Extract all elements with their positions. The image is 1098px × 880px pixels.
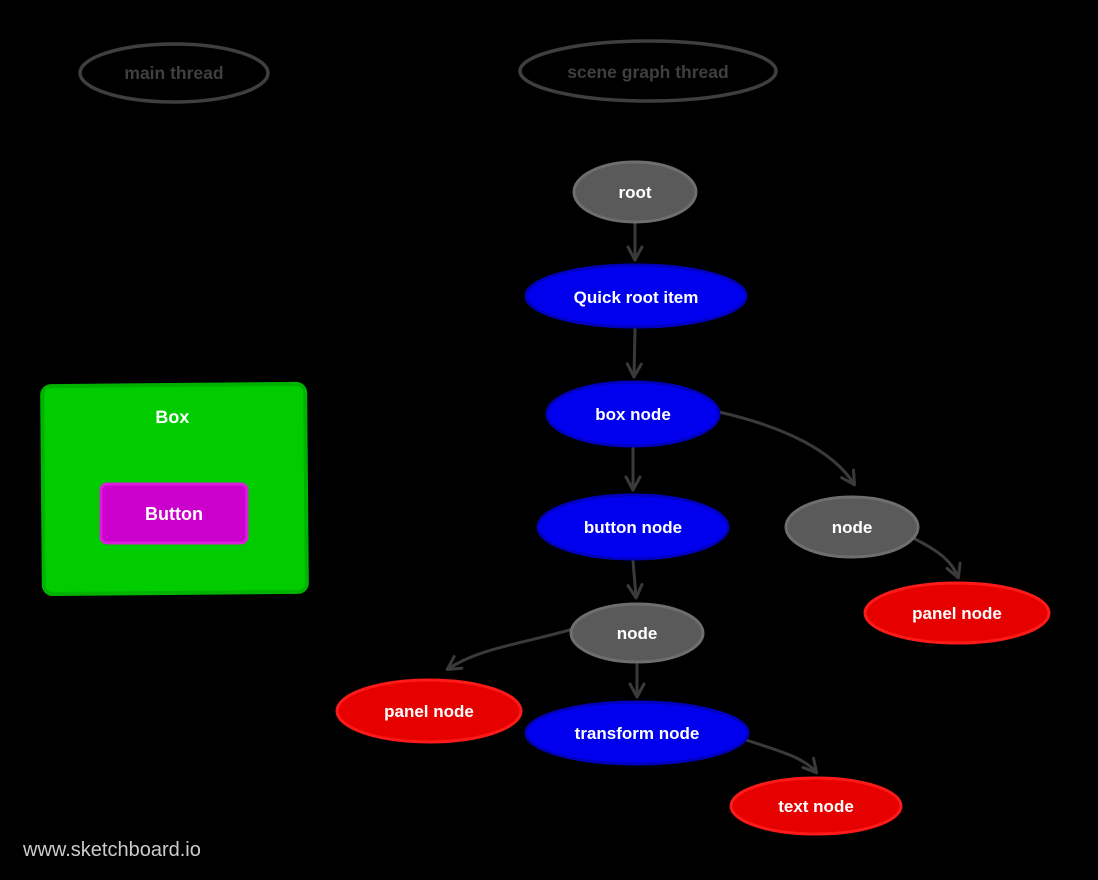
edge-button-node-to-node-lower xyxy=(626,559,644,600)
node-button-node[interactable]: button node xyxy=(536,493,730,561)
node-text-node[interactable]: text node xyxy=(729,776,903,836)
node-panel-node-left-label: panel node xyxy=(384,702,474,721)
node-panel-node-left-ellipse xyxy=(335,678,523,744)
node-lower-ellipse xyxy=(569,602,705,664)
node-lower[interactable]: node xyxy=(569,602,705,664)
node-quick-root-item[interactable]: Quick root item xyxy=(524,263,748,329)
node-button-node-label: button node xyxy=(584,518,682,537)
thread-scene-graph-ellipse xyxy=(518,39,778,103)
button-label: Button xyxy=(145,504,203,524)
thread-scene-graph-label: scene graph thread xyxy=(567,62,728,82)
node-right-ellipse xyxy=(784,495,920,559)
edge-node-right-to-panel-node-right xyxy=(911,536,962,580)
node-transform-node[interactable]: transform node xyxy=(524,700,750,766)
node-panel-node-right-label: panel node xyxy=(912,604,1002,623)
edge-transform-node-to-text-node xyxy=(744,738,819,775)
watermark: www.sketchboard.io xyxy=(22,839,201,861)
thread-scene-graph[interactable]: scene graph thread xyxy=(518,39,778,103)
node-button-node-ellipse xyxy=(536,493,730,561)
node-root-ellipse xyxy=(572,160,698,224)
box-label: Box xyxy=(155,407,189,427)
button-rect xyxy=(99,482,249,545)
node-box-node-label: box node xyxy=(595,405,671,424)
edge-quick-root-item-to-box-node xyxy=(625,327,643,379)
node-text-node-ellipse xyxy=(729,776,903,836)
node-panel-node-left[interactable]: panel node xyxy=(335,678,523,744)
thread-main-ellipse xyxy=(78,42,270,104)
node-root[interactable]: root xyxy=(572,160,698,224)
node-right-label: node xyxy=(832,518,873,537)
node-transform-node-label: transform node xyxy=(575,724,700,743)
node-quick-root-item-ellipse xyxy=(524,263,748,329)
edge-layer xyxy=(445,222,962,775)
node-panel-node-right-ellipse xyxy=(863,581,1051,645)
node-panel-node-right[interactable]: panel node xyxy=(863,581,1051,645)
edge-box-node-to-node-right xyxy=(717,410,857,487)
node-root-label: root xyxy=(618,183,651,202)
edge-node-lower-to-panel-node-left xyxy=(445,627,575,672)
node-transform-node-ellipse xyxy=(524,700,750,766)
thread-main-label: main thread xyxy=(124,63,223,83)
node-right[interactable]: node xyxy=(784,495,920,559)
node-lower-label: node xyxy=(617,624,658,643)
thread-main[interactable]: main thread xyxy=(78,42,270,104)
node-text-node-label: text node xyxy=(778,797,854,816)
node-quick-root-item-label: Quick root item xyxy=(574,288,699,307)
node-box-node[interactable]: box node xyxy=(545,380,721,448)
node-box-node-ellipse xyxy=(545,380,721,448)
button-shape[interactable]: Button xyxy=(99,482,249,545)
